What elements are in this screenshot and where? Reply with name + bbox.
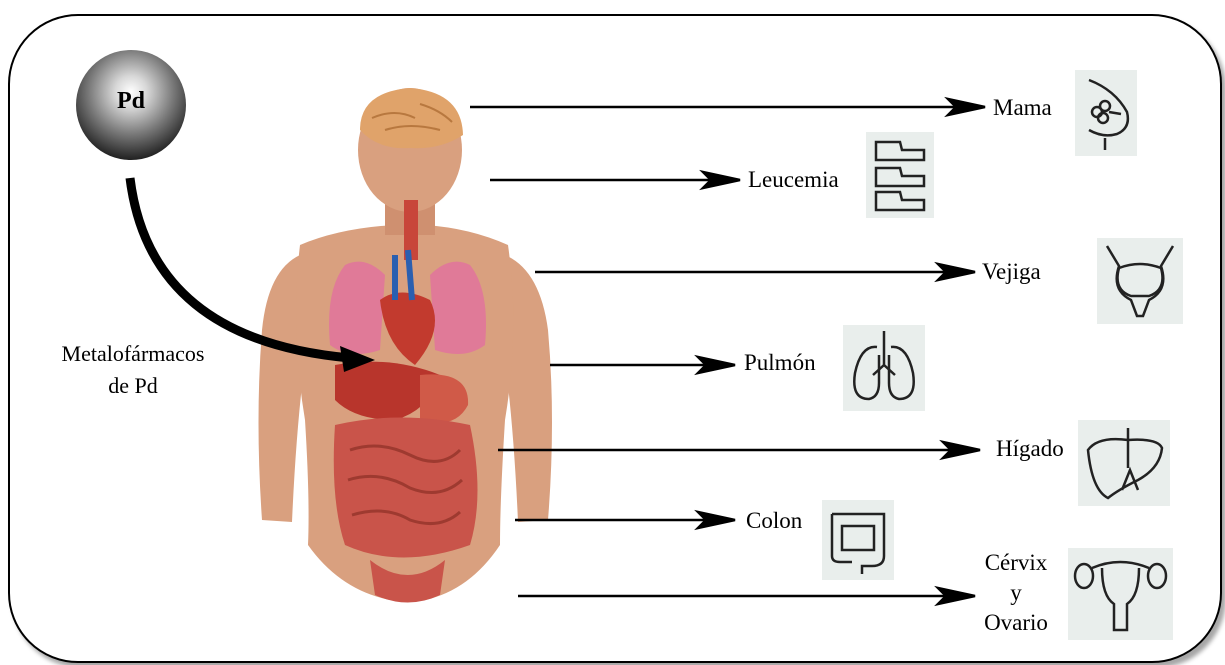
colon-icon: [822, 500, 894, 580]
label-cervix-line3: Ovario: [976, 608, 1056, 638]
pd-sphere: Pd: [76, 50, 186, 160]
label-pulmon: Pulmón: [744, 350, 816, 376]
human-anatomy-figure: [259, 88, 553, 603]
label-colon: Colon: [746, 508, 802, 534]
metallodrug-label-line2: de Pd: [28, 370, 238, 402]
label-cervix-line1: Cérvix: [976, 548, 1056, 578]
label-vejiga: Vejiga: [982, 259, 1041, 285]
pd-symbol: Pd: [117, 88, 145, 115]
label-mama: Mama: [993, 95, 1052, 121]
metallodrug-label-line1: Metalofármacos: [28, 338, 238, 370]
uterus-ovaries-icon: [1068, 548, 1173, 640]
breast-icon: [1075, 70, 1137, 156]
lungs-icon: [843, 325, 925, 411]
blood-cells-icon: [866, 132, 934, 218]
intestines: [334, 418, 478, 558]
metallodrug-label: Metalofármacos de Pd: [28, 338, 238, 402]
label-leucemia: Leucemia: [748, 167, 839, 193]
label-higado: Hígado: [996, 436, 1064, 462]
bladder-icon: [1097, 238, 1183, 324]
label-cervix-line2: y: [976, 578, 1056, 608]
label-cervix-ovario: Cérvix y Ovario: [976, 548, 1056, 638]
liver-icon: [1078, 420, 1170, 506]
